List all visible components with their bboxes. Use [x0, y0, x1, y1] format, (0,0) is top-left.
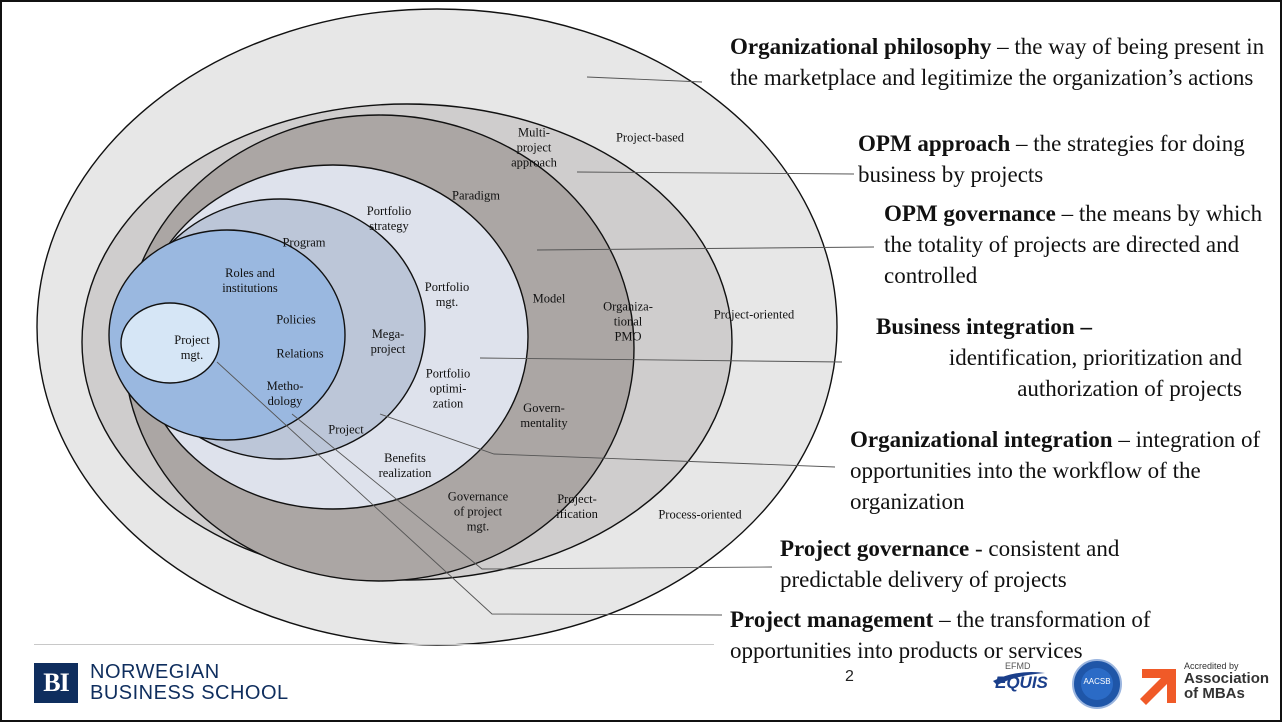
- desc-title: Organizational integration: [850, 427, 1113, 452]
- aacsb-logo: AACSB: [1072, 659, 1126, 711]
- ring-label-process-oriented: Process-oriented: [658, 507, 742, 522]
- equis-swoosh-icon: [993, 672, 1045, 685]
- ring-label-portfolio-strategy: Portfolio strategy: [366, 204, 412, 233]
- desc-text: – the strategies for doing business by p…: [858, 131, 1245, 187]
- amba-arrow-icon: [1140, 669, 1176, 705]
- desc-project-management: Project management – the transformation …: [730, 604, 1260, 666]
- ring-label-portfolio-mgt: Portfolio mgt.: [424, 280, 470, 309]
- ring-label-mega-project: Mega- project: [370, 327, 406, 356]
- ring-label-project-mgt: Project mgt.: [174, 333, 210, 362]
- ring-label-project-oriented: Project-oriented: [713, 307, 795, 322]
- ring-label-portfolio-optimization: Portfolio optimi- zation: [425, 366, 471, 411]
- ring-label-relations: Relations: [276, 346, 324, 361]
- ring-label-project-based: Project-based: [615, 130, 685, 145]
- ring-label-roles-and-institutions: Roles and institutions: [222, 266, 278, 295]
- footer-divider: [34, 644, 714, 645]
- page-number: 2: [845, 668, 854, 685]
- leader-line-opm-approach: [576, 171, 855, 175]
- desc-organizational-integration: Organizational integration – integration…: [850, 424, 1270, 517]
- school-name: NORWEGIAN BUSINESS SCHOOL: [90, 662, 289, 704]
- leader-line-org-philosophy: [586, 76, 703, 83]
- desc-project-governance: Project governance - consistent and pred…: [780, 533, 1200, 595]
- desc-text: – the transformation of opportunities in…: [730, 607, 1151, 663]
- desc-text: – the way of being present in the market…: [730, 34, 1265, 90]
- ring-label-model: Model: [532, 291, 566, 306]
- ring-project-governance: [108, 229, 346, 441]
- ring-label-organizational-pmo: Organiza- tional PMO: [603, 299, 653, 344]
- ring-label-project: Project: [328, 422, 364, 437]
- desc-text: - consistent and predictable delivery of…: [780, 536, 1120, 592]
- leader-line-project-governance: [291, 413, 773, 570]
- desc-opm-governance: OPM governance – the means by which the …: [884, 198, 1264, 291]
- desc-organizational-philosophy: Organizational philosophy – the way of b…: [730, 31, 1270, 93]
- desc-title: Business integration –: [876, 314, 1092, 339]
- ring-label-governmentality: Govern- mentality: [520, 401, 568, 430]
- leader-line-opm-governance: [536, 246, 875, 251]
- ring-label-paradigm: Paradigm: [452, 188, 500, 203]
- ring-label-policies: Policies: [276, 312, 316, 327]
- desc-text: – integration of opportunities into the …: [850, 427, 1261, 514]
- ring-label-projectification: Project- ification: [556, 492, 598, 521]
- equis-logo: EFMD EQUIS: [987, 659, 1057, 711]
- school-name-line1: NORWEGIAN: [90, 661, 220, 683]
- desc-title: Organizational philosophy: [730, 34, 992, 59]
- desc-title: Project governance: [780, 536, 970, 561]
- ring-label-multi-project-approach: Multi- project approach: [511, 125, 557, 170]
- desc-opm-approach: OPM approach – the strategies for doing …: [858, 128, 1268, 190]
- desc-title: Project management: [730, 607, 934, 632]
- bi-logo-mark: BI: [34, 663, 78, 703]
- desc-business-integration: Business integration – identification, p…: [846, 311, 1242, 404]
- amba-logo: Accredited by Association of MBAs: [1140, 659, 1276, 711]
- amba-top-text: Accredited by: [1184, 661, 1239, 671]
- bi-logo: BI NORWEGIAN BUSINESS SCHOOL: [34, 657, 289, 709]
- ring-label-benefits-realization: Benefits realization: [378, 451, 432, 480]
- ring-label-methodology: Metho- dology: [266, 379, 304, 408]
- amba-name: Association of MBAs: [1184, 670, 1270, 702]
- leader-line-business-integration: [479, 357, 843, 363]
- equis-top-text: EFMD: [1005, 661, 1031, 671]
- leader-line-project-management: [216, 361, 723, 616]
- ring-project-management: [120, 302, 220, 384]
- desc-title: OPM governance: [884, 201, 1056, 226]
- leader-line-organizational-integration: [379, 413, 836, 468]
- aacsb-name: AACSB: [1083, 677, 1111, 686]
- desc-text: – the means by which the totality of pro…: [884, 201, 1263, 288]
- equis-name: EQUIS: [995, 673, 1048, 692]
- desc-title: OPM approach: [858, 131, 1011, 156]
- ring-label-governance-of-project-mgt: Governance of project mgt.: [447, 489, 509, 534]
- desc-text: identification, prioritization and autho…: [948, 345, 1242, 401]
- ring-label-program: Program: [282, 235, 326, 250]
- school-name-line2: BUSINESS SCHOOL: [90, 682, 289, 704]
